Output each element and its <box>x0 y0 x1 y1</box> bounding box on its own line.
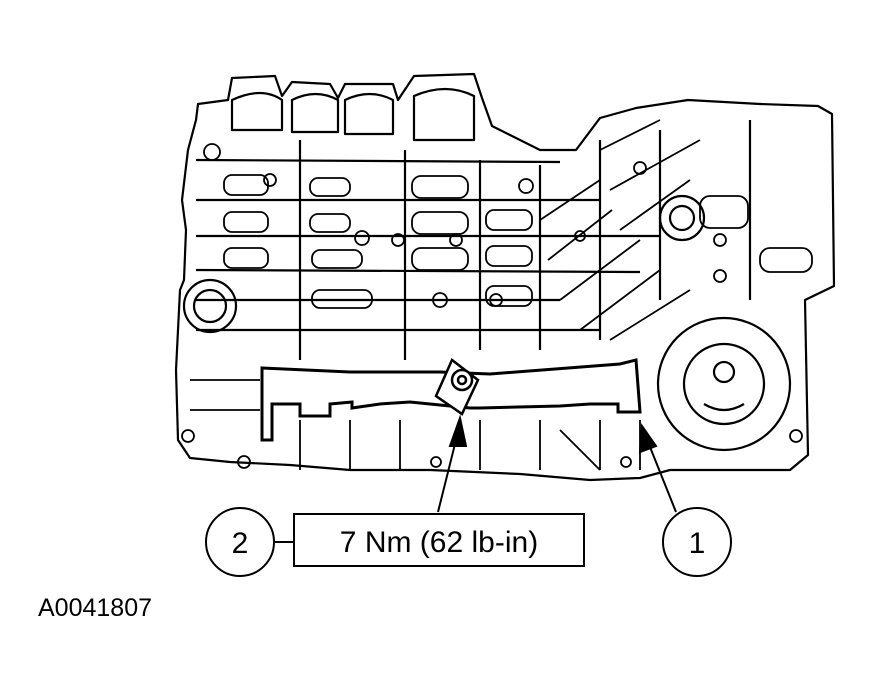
bolt-holes <box>181 143 803 469</box>
right-port-outer <box>658 194 706 242</box>
solenoid-bore-2 <box>290 92 340 134</box>
left-port-outer <box>182 278 238 334</box>
leader-lines <box>437 414 677 513</box>
callout-1-number: 1 <box>689 527 706 560</box>
leader-line-1 <box>647 441 677 513</box>
solenoid-bore-3 <box>343 92 395 136</box>
accumulator-inner <box>682 342 766 426</box>
accumulator-slot <box>703 403 745 412</box>
valve-spools <box>223 174 813 309</box>
solenoid-bore-4 <box>412 87 476 142</box>
right-port-inner <box>668 204 696 232</box>
arrow-head-1 <box>638 423 658 454</box>
arrow-head-2 <box>448 414 468 447</box>
body-ribs <box>298 120 752 360</box>
retaining-bolt <box>434 358 480 416</box>
left-port-inner <box>192 288 228 324</box>
callout-1-bubble <box>662 507 732 577</box>
diagonal-ribs <box>539 119 701 341</box>
valve-row-1 <box>195 158 660 332</box>
callout-2-number: 2 <box>232 527 249 560</box>
valve-body-illustration <box>174 72 836 482</box>
torque-spec-box <box>293 513 585 567</box>
solenoid-bore-1 <box>230 91 284 132</box>
figure-reference-code: A0041807 <box>38 594 152 622</box>
accumulator-hub <box>712 360 736 384</box>
accumulator-outer <box>656 316 792 452</box>
torque-spec-label: 7 Nm (62 lb-in) <box>340 526 538 559</box>
